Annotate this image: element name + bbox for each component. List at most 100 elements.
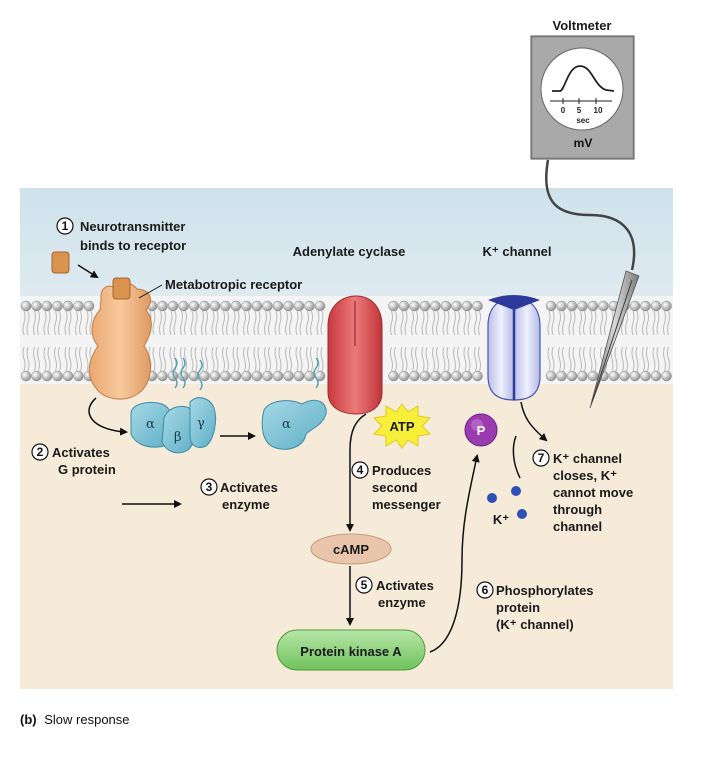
phospholipid-head <box>388 370 399 382</box>
voltmeter-axis-unit: sec <box>576 116 590 125</box>
phospholipid-head <box>587 300 599 312</box>
phospholipid-head <box>566 300 578 312</box>
phospholipid-head <box>556 370 567 382</box>
k-ions <box>487 486 527 519</box>
voltmeter: Voltmeter 0 5 10 sec mV <box>530 18 635 160</box>
alpha-label: α <box>146 417 155 432</box>
phospholipid-head <box>83 300 95 312</box>
phospholipid-head <box>409 300 420 312</box>
step-number-circle <box>351 461 369 479</box>
phospholipid-tail <box>222 346 229 372</box>
phospholipid-tail <box>432 310 439 336</box>
k-channel <box>487 295 541 401</box>
phospholipid-head <box>272 370 284 382</box>
phospholipid-tail <box>400 346 408 372</box>
phosphate-label: P <box>477 423 486 438</box>
phospholipid-head <box>461 370 473 382</box>
phospholipid-tail <box>243 310 250 336</box>
step-text-line: (K⁺ channel) <box>496 617 574 632</box>
phospholipid-head <box>472 370 483 382</box>
step-number: 2 <box>37 445 44 459</box>
step-text-line: through <box>553 502 602 517</box>
phospholipid-tail <box>75 310 82 336</box>
phospholipid-tail <box>243 346 250 372</box>
phospholipid-head <box>52 370 63 382</box>
phospholipid-head <box>20 300 32 312</box>
voltmeter-wire <box>545 159 636 271</box>
step-text-line: binds to receptor <box>80 238 186 253</box>
phospholipid-tail <box>253 310 261 336</box>
neurotransmitter <box>51 251 70 274</box>
atp-starburst <box>372 403 432 449</box>
phospholipid-head <box>272 300 284 312</box>
step-number: 6 <box>482 583 489 597</box>
phospholipid-head <box>440 370 452 382</box>
step-text-line: messenger <box>372 497 441 512</box>
phospholipid-head <box>283 300 294 312</box>
gamma-label: γ <box>197 416 205 431</box>
phospholipid-tail <box>421 346 429 372</box>
phospholipid-tail <box>43 346 51 372</box>
phospholipid-tail <box>33 346 40 372</box>
phospholipid-tail <box>274 346 282 372</box>
g-protein-alpha-free <box>261 399 327 450</box>
step-text-line: protein <box>496 600 540 615</box>
phospholipid-head <box>587 370 599 382</box>
phospholipid-tail <box>390 346 397 372</box>
phospholipid-head <box>293 370 305 382</box>
phospholipid-head <box>293 300 305 312</box>
phospholipid-head <box>73 300 84 312</box>
g-protein-gamma <box>189 397 217 449</box>
caption-letter: (b) <box>20 712 37 727</box>
camp-label: cAMP <box>333 542 369 557</box>
phospholipid-tail <box>631 310 639 336</box>
phospholipid-tail <box>285 310 292 336</box>
voltmeter-tick-0: 0 <box>561 106 566 115</box>
phospholipid-head <box>209 300 221 312</box>
step-number: 4 <box>357 463 364 477</box>
step-number-circle <box>56 217 74 235</box>
phospholipid-head <box>545 370 557 382</box>
metabotropic-receptor-label: Metabotropic receptor <box>165 277 302 292</box>
phospholipid-tail <box>663 346 670 372</box>
bound-neurotransmitter <box>112 277 131 300</box>
phospholipid-tail <box>621 346 628 372</box>
voltmeter-tick-10: 10 <box>594 106 603 115</box>
phospholipid-tail <box>453 310 460 336</box>
phospholipid-tail <box>54 310 61 336</box>
phospholipid-head <box>451 300 462 312</box>
step-text-line: enzyme <box>378 595 426 610</box>
phospholipid-tail <box>400 310 408 336</box>
voltage-trace <box>552 65 615 92</box>
phospholipid-head <box>220 300 231 312</box>
phospholipid-tail <box>474 346 481 372</box>
k-ion-label: K⁺ <box>493 512 509 527</box>
phospholipid-head <box>41 370 53 382</box>
voltmeter-tick-5: 5 <box>577 106 582 115</box>
lipid-anchor-squiggles <box>172 357 319 391</box>
phospholipid-head <box>188 370 200 382</box>
phospholipid-tail <box>316 310 324 336</box>
phospholipid-head <box>157 370 168 382</box>
camp-molecule <box>310 533 392 565</box>
phospholipid-tail <box>180 310 187 336</box>
phospholipid-head <box>430 370 441 382</box>
phospholipid-tail <box>421 310 429 336</box>
phospholipid-head <box>31 300 42 312</box>
phospholipid-tail <box>652 310 660 336</box>
phospholipid-tail <box>390 310 397 336</box>
phospholipid-tail <box>201 310 208 336</box>
phospholipid-tail <box>558 310 565 336</box>
phospholipid-head <box>52 300 63 312</box>
phospholipid-tail <box>432 346 439 372</box>
phospholipid-head <box>556 300 567 312</box>
phospholipid-tail <box>211 310 219 336</box>
phospholipid-tail <box>306 310 313 336</box>
phospholipid-head <box>419 370 431 382</box>
phospholipid-tail <box>442 310 450 336</box>
phospholipid-tail <box>211 346 219 372</box>
